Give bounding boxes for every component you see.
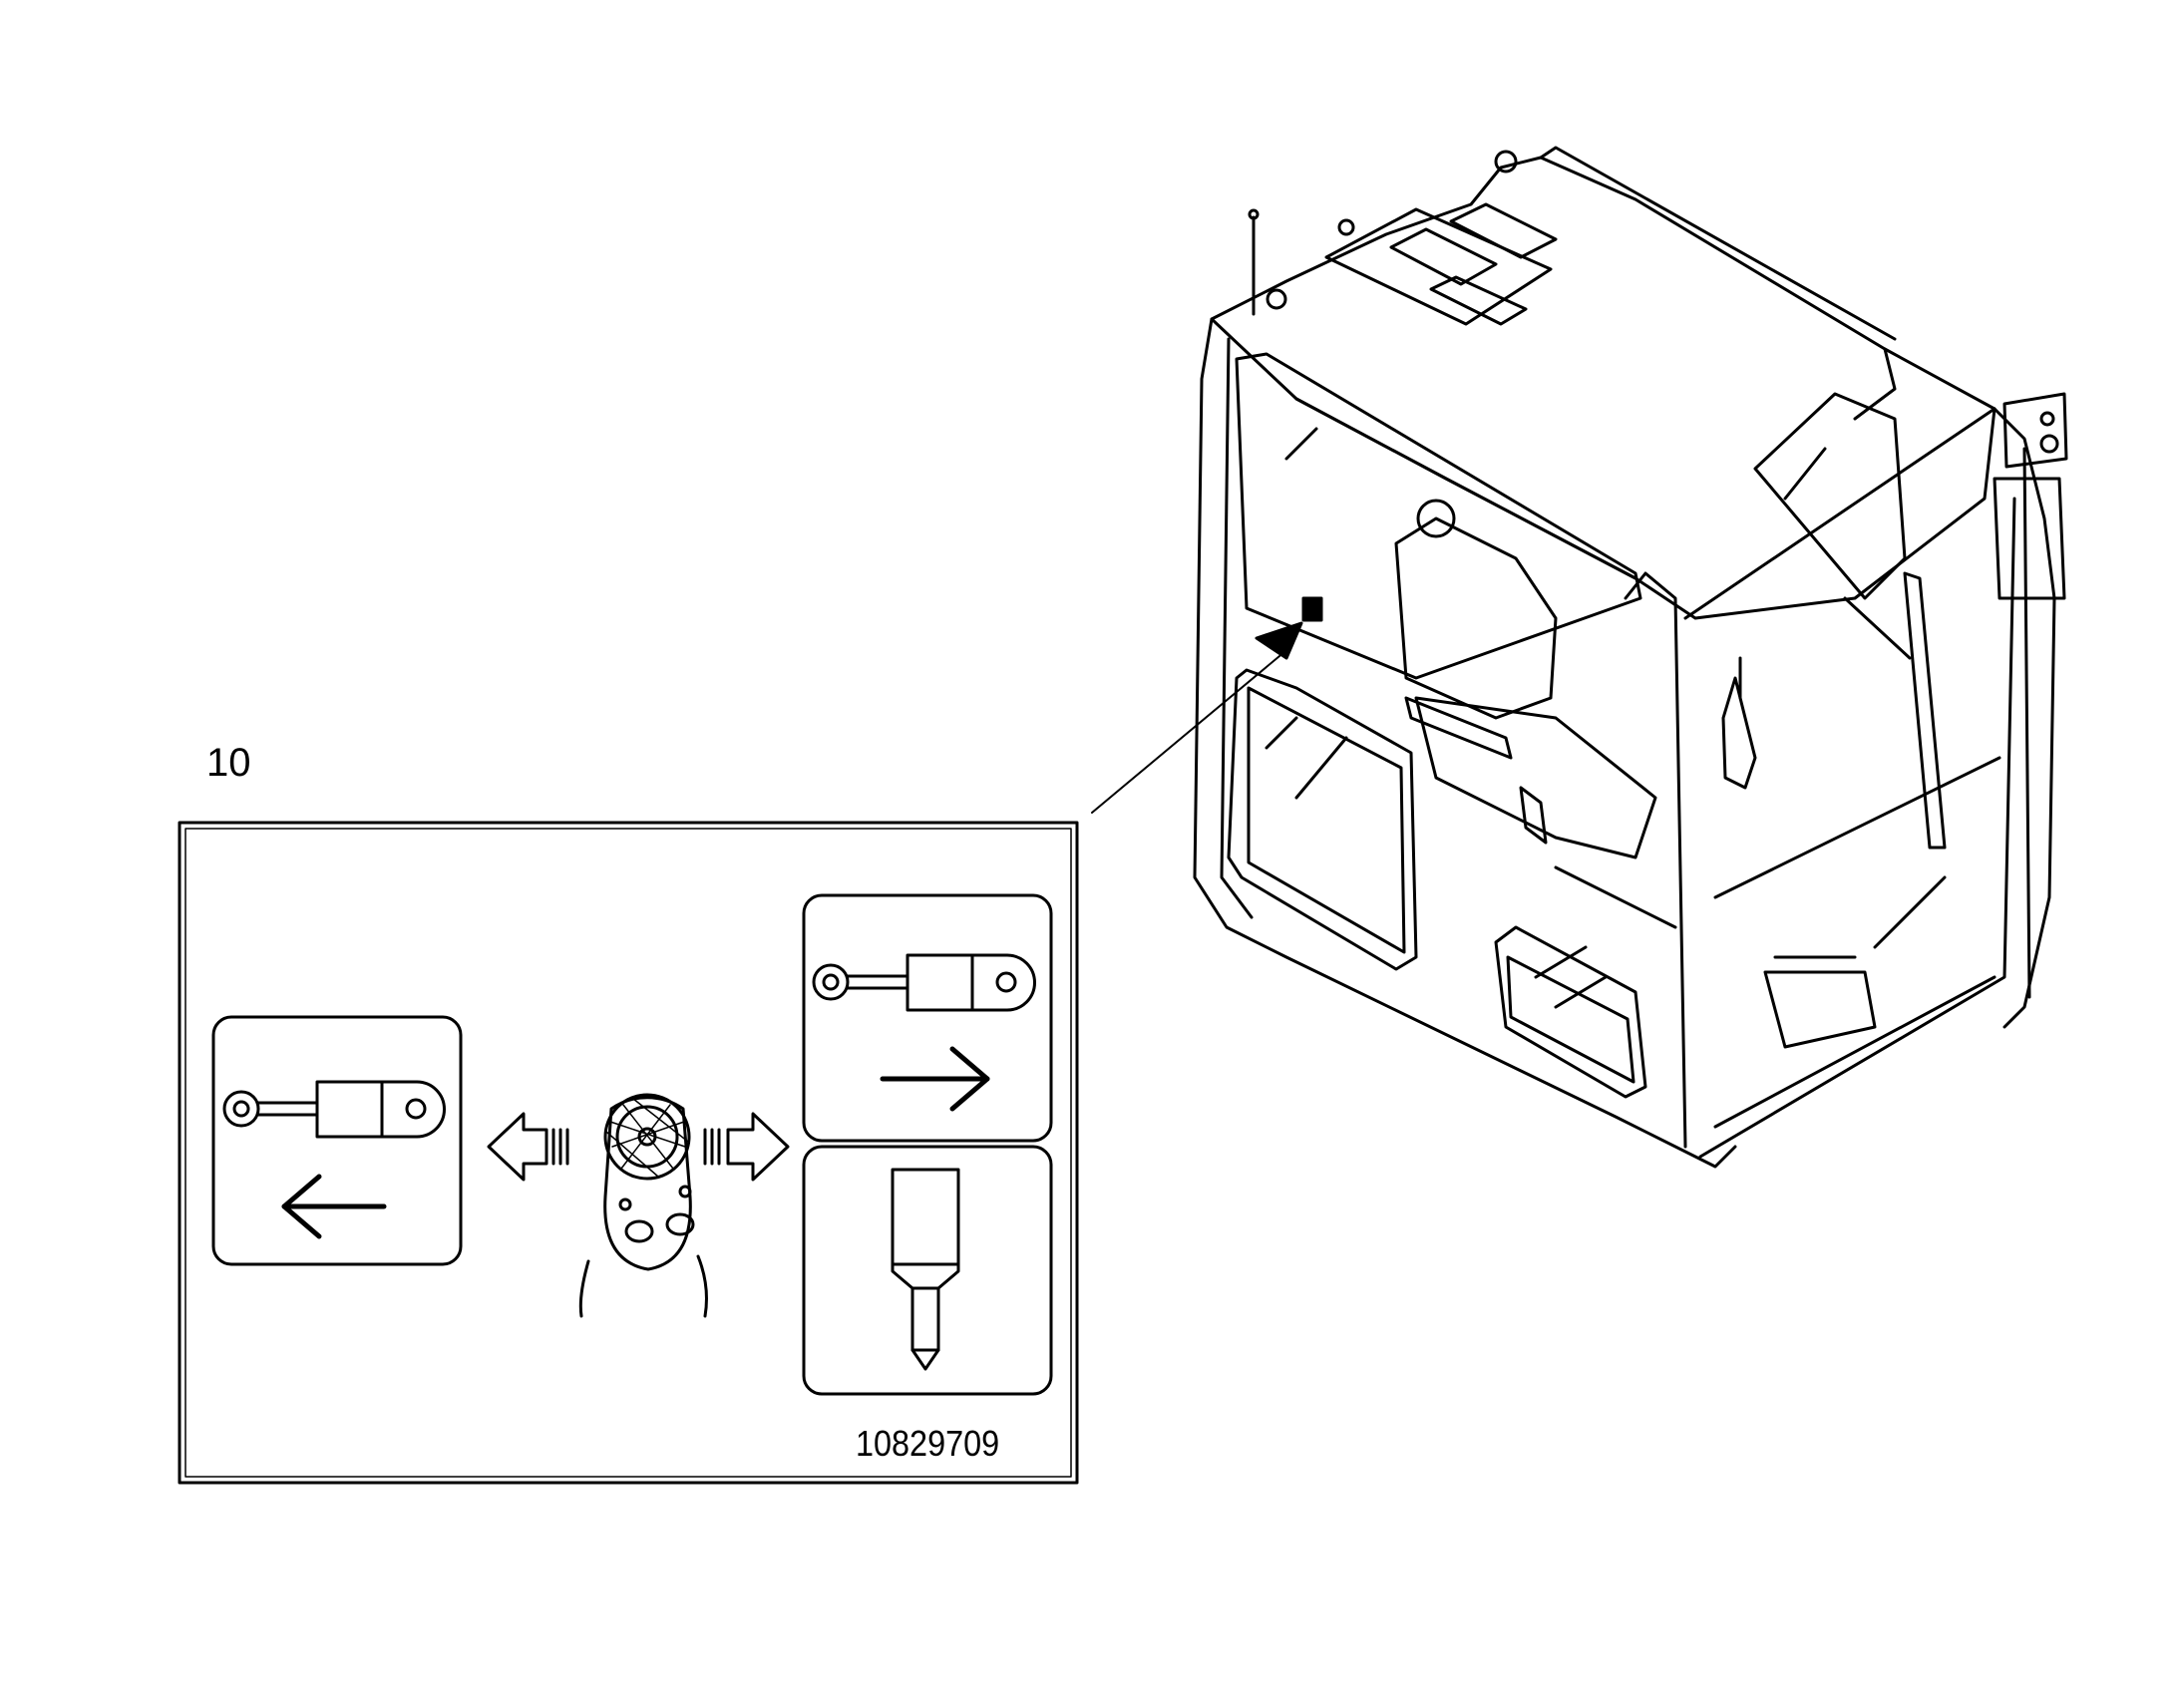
arrow-right-icon xyxy=(880,1046,990,1112)
hammer-tool-tile xyxy=(802,1145,1053,1396)
hammer-tool-icon xyxy=(891,1168,960,1371)
leader-line xyxy=(1091,645,1292,814)
arrow-left-icon xyxy=(281,1174,387,1239)
move-left-arrow-icon xyxy=(487,1112,569,1182)
callout-number: 10 xyxy=(206,741,251,785)
cylinder-extend-icon xyxy=(812,953,1036,1012)
decal-panel xyxy=(178,821,1079,1485)
cylinder-extend-tile xyxy=(802,893,1053,1143)
cylinder-retract-icon xyxy=(222,1080,446,1139)
excavator-cab-icon xyxy=(1193,146,2068,1169)
joystick-icon xyxy=(578,1093,708,1318)
decal-part-number: 10829709 xyxy=(856,1423,1000,1464)
move-right-arrow-icon xyxy=(703,1112,790,1182)
cylinder-retract-tile xyxy=(211,1015,463,1266)
